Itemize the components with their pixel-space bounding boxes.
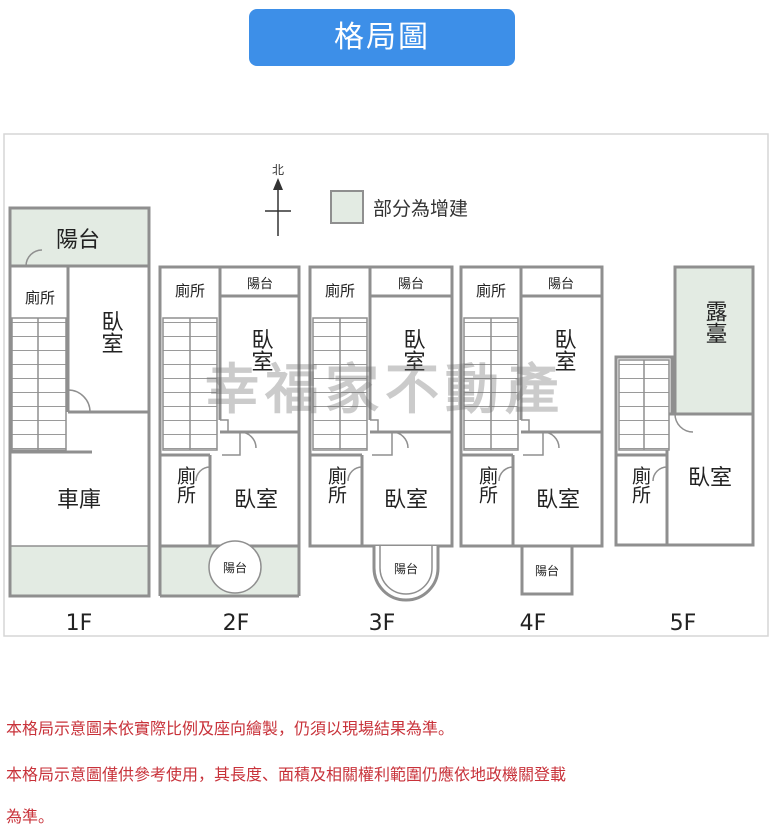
floor-5f xyxy=(614,265,755,547)
f1-garage-label: 車庫 xyxy=(57,488,101,513)
floor-3f xyxy=(308,265,454,602)
f3-toilet-bottom-label: 廁所 xyxy=(325,465,347,504)
f4-toilet-top-label: 廁所 xyxy=(476,282,506,300)
f1-toilet-label: 廁所 xyxy=(25,289,55,307)
floor-plan-title: 格局圖 xyxy=(249,9,515,66)
disclaimer-line-3: 為準。 xyxy=(6,807,55,826)
f5-level-label: 5F xyxy=(670,611,697,636)
f3-balcony-bottom-label: 陽台 xyxy=(394,561,418,576)
f1-bedroom-label: 臥室 xyxy=(98,310,123,354)
f2-level-label: 2F xyxy=(223,611,250,636)
f1-level-label: 1F xyxy=(66,611,93,636)
f3-bedroom-bottom-label: 臥室 xyxy=(384,488,428,513)
f2-toilet-top-label: 廁所 xyxy=(175,282,205,300)
f3-toilet-top-label: 廁所 xyxy=(325,282,355,300)
floor-plan-diagram: 北 部分為增建 陽台 廁所 臥室 車庫 1F xyxy=(3,133,769,638)
f2-balcony-bottom-label: 陽台 xyxy=(223,560,247,575)
f4-bedroom-bottom-label: 臥室 xyxy=(536,488,580,513)
f1-balcony-room xyxy=(8,206,151,268)
f5-terrace-label: 露臺 xyxy=(702,300,727,344)
f3-balcony-top-label: 陽台 xyxy=(398,277,424,292)
legend-added-label: 部分為增建 xyxy=(373,198,468,220)
f1-balcony-label: 陽台 xyxy=(56,228,100,253)
f5-toilet-label: 廁所 xyxy=(629,465,651,504)
f1-staircase xyxy=(11,317,67,451)
f2-toilet-bottom-label: 廁所 xyxy=(174,465,196,504)
f4-balcony-top-label: 陽台 xyxy=(548,277,574,292)
f4-toilet-bottom-label: 廁所 xyxy=(476,465,498,504)
legend-added-swatch xyxy=(330,190,364,224)
f2-bedroom-top-label: 臥室 xyxy=(248,328,273,372)
floor-4f xyxy=(459,265,604,596)
floor-1f xyxy=(8,206,151,598)
f2-bedroom-bottom-label: 臥室 xyxy=(234,488,278,513)
f5-bedroom-label: 臥室 xyxy=(688,466,732,491)
f3-bedroom-top-label: 臥室 xyxy=(400,328,425,372)
svg-text:臥室: 臥室 xyxy=(98,310,123,354)
f2-balcony-top-label: 陽台 xyxy=(247,277,273,292)
north-arrow-icon xyxy=(265,178,291,236)
f4-bedroom-top-label: 臥室 xyxy=(551,328,576,372)
f4-balcony-bottom-label: 陽台 xyxy=(535,563,559,578)
north-label: 北 xyxy=(272,163,284,177)
f1-added-area xyxy=(10,546,149,596)
floor-2f xyxy=(158,265,301,598)
f4-level-label: 4F xyxy=(520,611,547,636)
disclaimer-line-1: 本格局示意圖未依實際比例及座向繪製，仍須以現場結果為準。 xyxy=(6,719,455,738)
f3-level-label: 3F xyxy=(369,611,396,636)
floor-plan-svg: 北 部分為增建 陽台 廁所 臥室 車庫 1F xyxy=(3,133,769,637)
watermark-text: 幸福家不動產 xyxy=(205,358,565,421)
disclaimer-line-2: 本格局示意圖僅供參考使用，其長度、面積及相關權利範圍仍應依地政機關登載 xyxy=(6,765,567,784)
